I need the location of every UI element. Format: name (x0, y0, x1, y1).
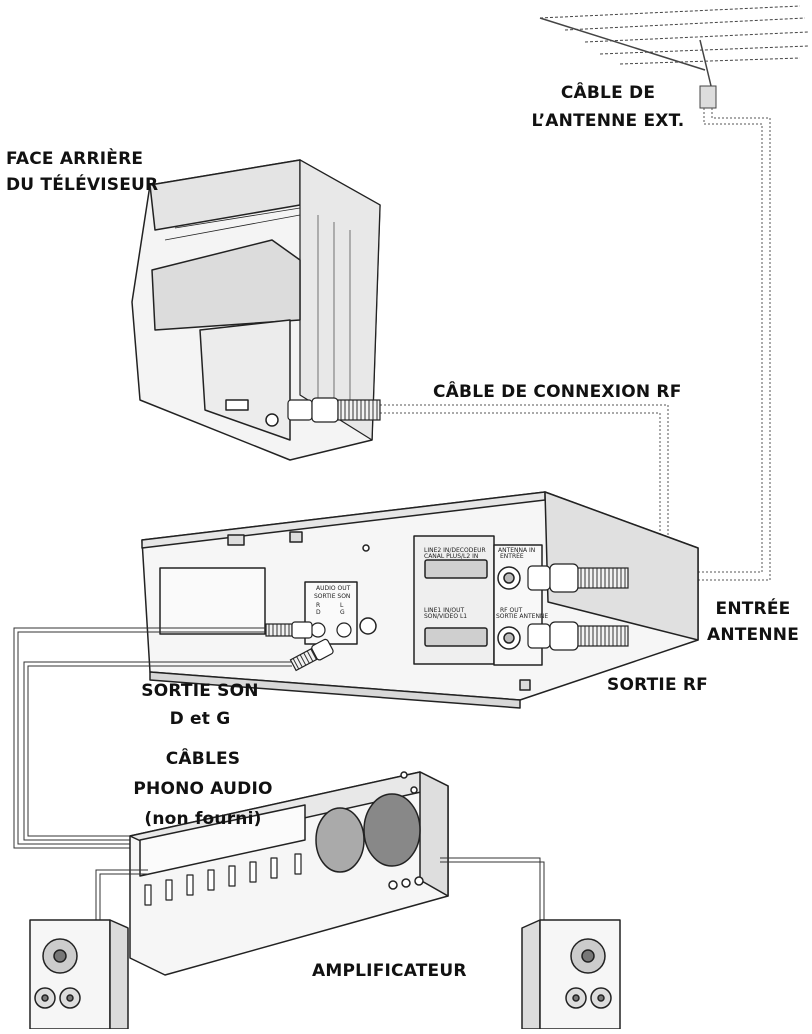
phono-cables-label: CÂBLES PHONO AUDIO (non fourni) (108, 748, 298, 830)
tv-back-label-line1: FACE ARRIÈRE (6, 149, 144, 169)
phono-cables-label-line2: PHONO AUDIO (133, 779, 273, 799)
rf-cable (380, 404, 669, 633)
svg-text:LINE1 IN/OUT: LINE1 IN/OUT (424, 607, 465, 614)
ext-antenna-cable-label-line2: L’ANTENNE EXT. (531, 111, 685, 131)
svg-text:R: R (316, 602, 320, 609)
tv-back-label-line2: DU TÉLÉVISEUR (6, 175, 159, 195)
right-speaker-icon (521, 919, 621, 1030)
svg-text:G: G (340, 609, 345, 616)
svg-text:SORTIE ANTENNE: SORTIE ANTENNE (496, 613, 548, 620)
rf-cable-label: CÂBLE DE CONNEXION RF (433, 382, 682, 402)
outdoor-antenna-icon (539, 5, 809, 109)
tv-back-label: FACE ARRIÈRE DU TÉLÉVISEUR (6, 148, 158, 196)
svg-text:ENTRÉE: ENTRÉE (500, 552, 524, 560)
antenna-in-label-line2: ANTENNE (706, 625, 800, 645)
audio-out-label: SORTIE SON D et G (120, 680, 280, 730)
svg-text:D: D (316, 609, 321, 616)
ext-antenna-cable-label-line1: CÂBLE DE (560, 83, 656, 103)
tv-rf-plug-icon (287, 397, 381, 423)
svg-text:LINE2 IN/DECODEUR: LINE2 IN/DECODEUR (424, 547, 486, 554)
vcr-rf-out-plug-icon (527, 621, 629, 651)
vcr-antenna-in-plug-icon (527, 563, 629, 593)
phono-cables-label-line3: (non fourni) (144, 809, 262, 829)
audio-out-label-line1: SORTIE SON (141, 681, 259, 701)
phono-audio-cables (13, 627, 292, 849)
svg-text:SON/VIDEO L1: SON/VIDEO L1 (424, 613, 467, 620)
svg-text:RF OUT: RF OUT (500, 607, 523, 614)
amplifier-icon (129, 771, 449, 976)
antenna-in-label: ENTRÉE ANTENNE (698, 598, 808, 646)
svg-text:L: L (340, 602, 344, 609)
ext-antenna-cable-label: CÂBLE DE L’ANTENNE EXT. (528, 82, 688, 132)
svg-text:AUDIO OUT: AUDIO OUT (316, 585, 351, 592)
vcr-panel-text: AUDIO OUT SORTIE SON R D L G LINE2 IN/DE… (314, 547, 548, 620)
left-speaker-icon (29, 919, 129, 1030)
tv-rear-icon (131, 159, 381, 461)
antenna-cable (628, 108, 771, 581)
svg-text:CANAL PLUS/L2 IN: CANAL PLUS/L2 IN (424, 553, 478, 560)
phono-cables-label-line1: CÂBLES (165, 749, 241, 769)
rf-out-label: SORTIE RF (607, 675, 708, 695)
antenna-in-label-line1: ENTRÉE (715, 599, 791, 619)
svg-text:ANTENNA IN: ANTENNA IN (498, 547, 535, 554)
amplifier-label: AMPLIFICATEUR (312, 961, 467, 981)
svg-text:SORTIE SON: SORTIE SON (314, 593, 350, 600)
audio-out-label-line2: D et G (169, 709, 231, 729)
speaker-wires (95, 857, 545, 922)
audio-out-jacks-icon (265, 621, 352, 672)
